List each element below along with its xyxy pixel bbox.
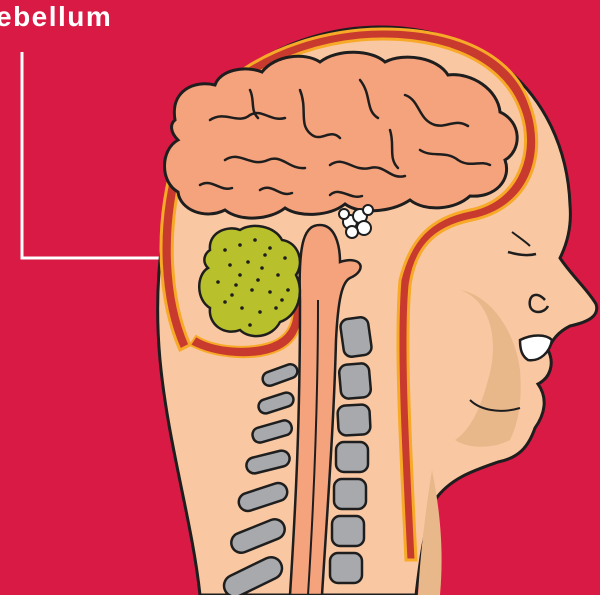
vertebra-2: [339, 363, 372, 399]
vertebra-3: [337, 404, 371, 436]
vertebra-4: [336, 442, 368, 472]
vertebra-7: [330, 553, 362, 583]
cerebellum: [199, 226, 300, 336]
vertebra-6: [332, 516, 364, 546]
vertebra-5: [334, 479, 366, 509]
vertebra-1: [339, 316, 372, 358]
